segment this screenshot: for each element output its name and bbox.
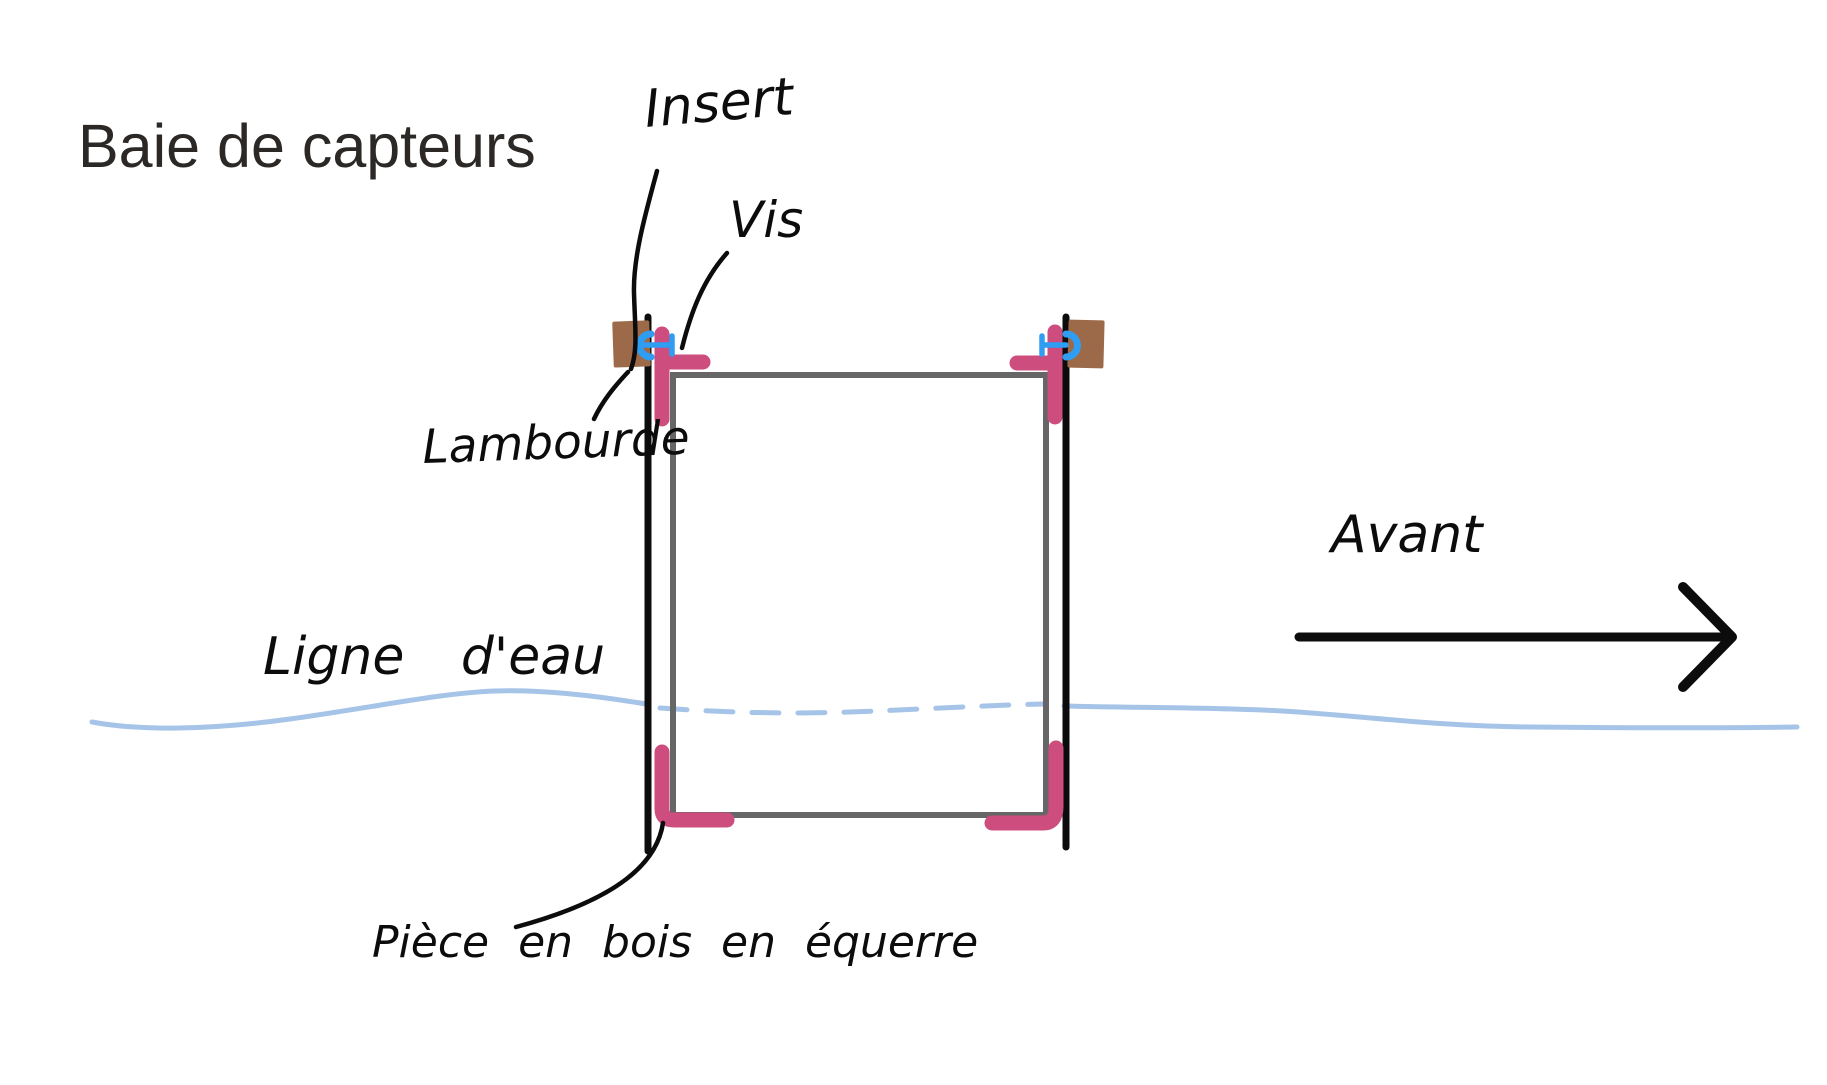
sensor-bay-frame bbox=[670, 372, 1049, 818]
label-ligne-eau: Ligne d'eau bbox=[263, 627, 605, 687]
leader-vis bbox=[679, 250, 730, 351]
waterline-dashed-segment bbox=[657, 701, 1047, 716]
insert-block-right bbox=[1067, 319, 1105, 369]
leader-lines bbox=[513, 168, 730, 930]
handwritten-labels: Insert Vis Lambourde Ligne d'eau Avant P… bbox=[263, 67, 1484, 968]
waterline-right-segment bbox=[1061, 703, 1800, 731]
right-arrow-icon bbox=[1678, 582, 1737, 692]
waterline bbox=[89, 688, 1800, 731]
screw-right-head bbox=[1062, 330, 1081, 361]
lambourde-rails bbox=[644, 313, 1070, 855]
leader-lambourde bbox=[591, 369, 631, 422]
screw-right bbox=[1039, 330, 1081, 361]
leader-piece-equerre bbox=[513, 820, 666, 930]
label-piece-equerre: Pièce en bois en équerre bbox=[372, 917, 978, 968]
screw-left bbox=[636, 330, 675, 361]
waterline-left-segment bbox=[89, 688, 649, 731]
label-avant: Avant bbox=[1328, 505, 1484, 565]
label-lambourde: Lambourde bbox=[421, 411, 690, 475]
label-insert: Insert bbox=[642, 67, 797, 140]
corner-bracket-bottom-right bbox=[984, 740, 1064, 831]
avant-arrow bbox=[1294, 582, 1737, 692]
label-vis: Vis bbox=[729, 191, 803, 249]
corner-brackets bbox=[654, 324, 1064, 831]
screws bbox=[636, 330, 1081, 361]
leader-insert bbox=[628, 168, 660, 372]
corner-bracket-bottom-left bbox=[654, 744, 735, 828]
page-title: Baie de capteurs bbox=[78, 112, 536, 180]
